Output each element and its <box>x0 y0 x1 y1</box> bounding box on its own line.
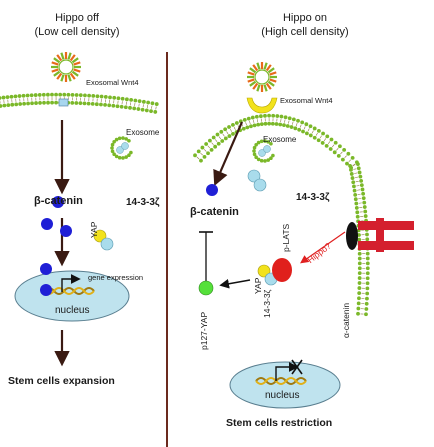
left-yap <box>93 229 107 243</box>
left-bcatenin-nucleus-1 <box>40 263 52 275</box>
left-bcatenin-2 <box>41 218 53 230</box>
right-exosomal-label: Exosomal Wnt4 <box>280 96 333 105</box>
right-14-3-3-2 <box>253 178 267 192</box>
right-yap-protein-label: 14-3-3ζ <box>262 289 272 318</box>
alpha-catenin-label: α-catenin <box>341 302 351 338</box>
right-p127-yap <box>198 280 214 296</box>
adherens-junction <box>346 218 414 252</box>
left-nucleus <box>14 270 130 322</box>
right-exosome-small-icon <box>252 139 275 163</box>
right-nucleus <box>229 361 341 409</box>
p127-yap-label: p127-YAP <box>199 311 209 350</box>
left-dna-icon <box>43 287 95 295</box>
hippo-arrow <box>300 231 346 264</box>
left-membrane <box>0 92 159 114</box>
left-gene-arrow <box>61 274 81 292</box>
left-bcatenin-label: β-catenin <box>34 195 83 207</box>
alpha-catenin-blob <box>346 222 358 250</box>
right-receptor <box>246 97 278 114</box>
right-exosome-top-icon <box>247 62 277 92</box>
right-nucleus-label: nucleus <box>265 390 300 401</box>
junction-connector <box>376 218 384 252</box>
left-protein-label: 14-3-3ζ <box>126 197 160 208</box>
right-membrane <box>193 113 359 170</box>
right-arrow-to-p127 <box>219 278 251 289</box>
left-bcatenin-nucleus-2 <box>40 284 52 296</box>
right-bcatenin-label: β-catenin <box>190 206 239 218</box>
right-14-3-3-1 <box>247 169 261 183</box>
left-yap-label: YAP <box>89 221 99 238</box>
gene-blocked-x-icon <box>291 359 303 375</box>
right-title: Hippo on <box>282 12 328 24</box>
right-protein-label: 14-3-3ζ <box>296 192 330 203</box>
left-gene-label: gene expression <box>88 273 144 282</box>
right-bcatenin <box>206 184 218 196</box>
left-exosome-small-icon <box>110 136 133 160</box>
left-bcatenin-3 <box>60 225 72 237</box>
junction-bar-1 <box>358 221 414 230</box>
right-outcome-label: Stem cells restriction <box>226 417 333 429</box>
right-gene-arrow <box>275 362 299 381</box>
right-plats <box>272 258 292 282</box>
left-exosome-top-icon <box>51 52 81 82</box>
left-exosome-label: Exosome <box>126 128 160 137</box>
right-dna-icon <box>255 377 307 385</box>
left-receptor <box>58 98 69 107</box>
right-subtitle: (High cell density) <box>261 26 349 38</box>
left-title: Hippo off <box>55 12 99 24</box>
left-nucleus-label: nucleus <box>55 305 90 316</box>
left-exosomal-label: Exosomal Wnt4 <box>86 78 139 87</box>
right-yap <box>257 264 271 278</box>
right-exosome-label: Exosome <box>263 135 297 144</box>
left-subtitle: (Low cell density) <box>34 26 120 38</box>
left-outcome-label: Stem cells expansion <box>8 375 115 387</box>
junction-bar-2 <box>358 241 414 250</box>
left-bcatenin-1 <box>52 196 64 208</box>
right-arrow-to-bcatenin <box>213 121 244 187</box>
right-plats-label: p-LATS <box>281 223 291 252</box>
left-14-3-3 <box>100 237 114 251</box>
